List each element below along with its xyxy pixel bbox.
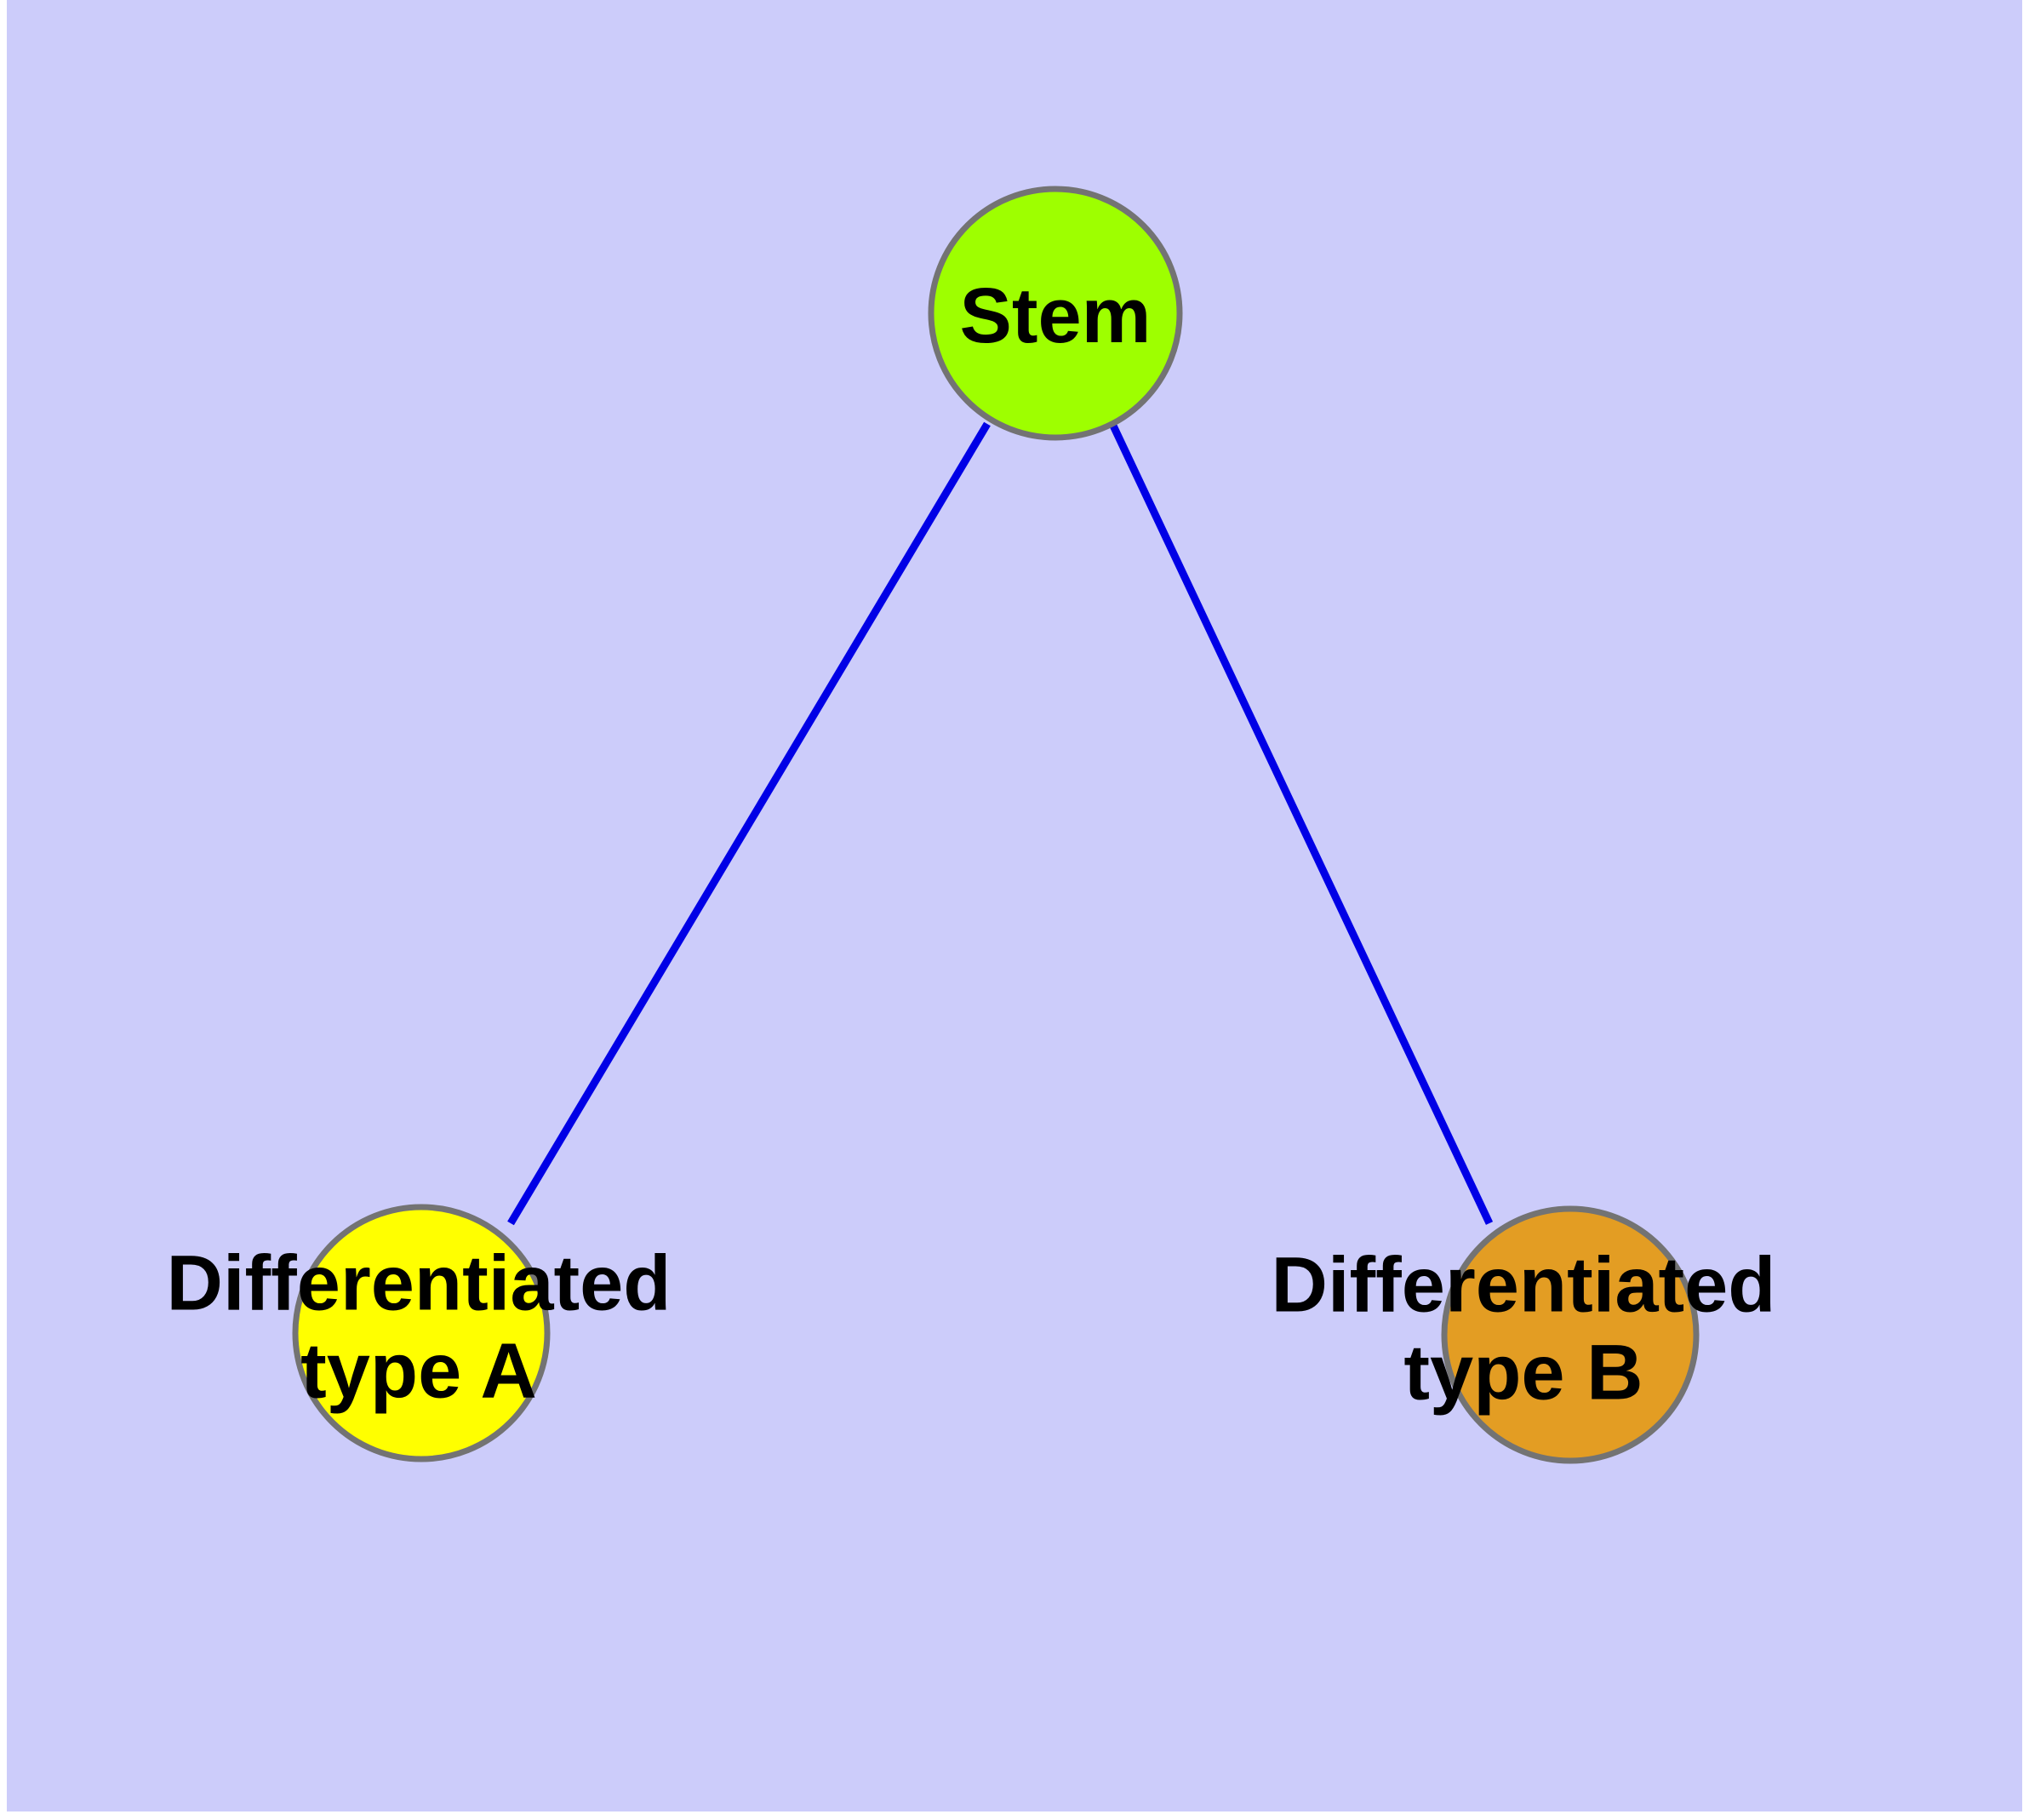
node-label-stem: Stem (960, 272, 1152, 359)
nodes-group (292, 186, 1700, 1464)
edge-stem-to-diff-a[interactable] (507, 421, 991, 1226)
node-label-line: Differentiated (167, 1240, 672, 1327)
node-circle-diff_b[interactable] (1441, 1205, 1700, 1464)
node-label-line: Stem (960, 272, 1152, 359)
edge-stem-to-diff-b[interactable] (1109, 424, 1494, 1225)
edges-group (507, 421, 1494, 1226)
node-label-line: type B (1403, 1330, 1643, 1417)
node-circle-diff_a[interactable] (292, 1204, 551, 1462)
node-label-line: type A (300, 1328, 537, 1415)
node-circle-stem[interactable] (928, 186, 1183, 441)
node-label-line: Differentiated (1272, 1242, 1776, 1329)
